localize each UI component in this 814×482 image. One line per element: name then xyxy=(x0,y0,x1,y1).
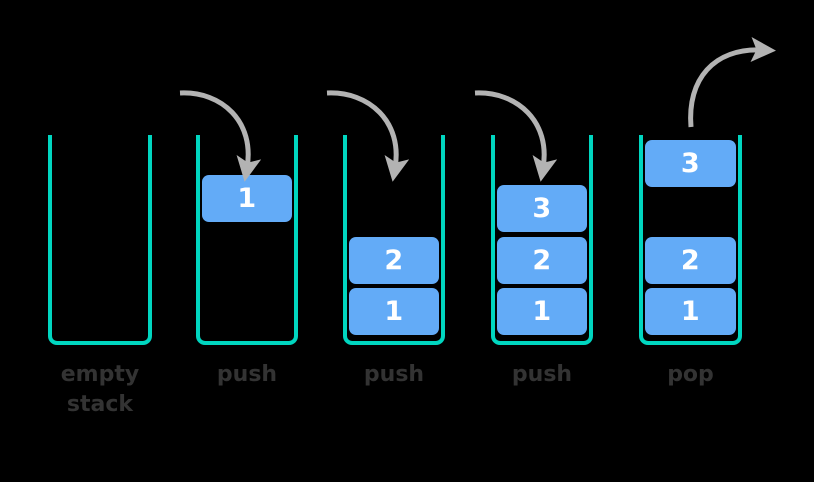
stack-5-block-1[interactable]: 1 xyxy=(645,288,736,335)
stack-5-block-3[interactable]: 3 xyxy=(645,140,736,187)
stack-3-block-2[interactable]: 2 xyxy=(349,237,439,284)
stack-2-block-1[interactable]: 1 xyxy=(202,175,292,222)
stack-5-caption: pop xyxy=(667,362,714,387)
stack-1-container xyxy=(48,135,152,345)
stack-1-caption: empty stack xyxy=(60,362,140,417)
stack-4-block-2[interactable]: 2 xyxy=(497,237,587,284)
stack-4-block-3[interactable]: 3 xyxy=(497,185,587,232)
stack-5-container xyxy=(639,135,742,345)
stack-3-container xyxy=(343,135,445,345)
stack-4-block-1[interactable]: 1 xyxy=(497,288,587,335)
stack-4-caption: push xyxy=(511,362,573,387)
stack-5-pop-arrow-icon xyxy=(688,37,776,128)
stack-5-block-2[interactable]: 2 xyxy=(645,237,736,284)
stack-2-container xyxy=(196,135,298,345)
stack-3-caption: push xyxy=(363,362,425,387)
stack-4-container xyxy=(491,135,593,345)
stack-2-caption: push xyxy=(216,362,278,387)
stack-3-block-1[interactable]: 1 xyxy=(349,288,439,335)
